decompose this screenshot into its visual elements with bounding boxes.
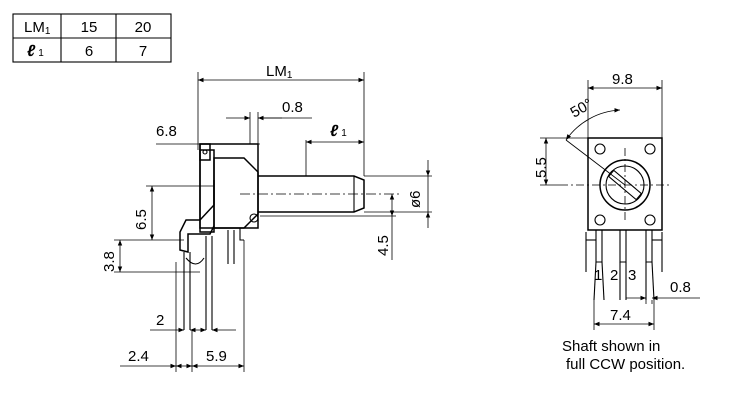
dim-0-8-side: 0.8 — [282, 99, 303, 116]
table-header-label: LM1 — [24, 19, 51, 37]
pin-label-3: 3 — [628, 267, 636, 284]
table-header-value-2: 20 — [135, 19, 152, 36]
table-row-value-2: 7 — [139, 43, 147, 60]
dim-5-9: 5.9 — [206, 348, 227, 365]
dim-4-5: 4.5 — [375, 235, 392, 256]
dim-7-4: 7.4 — [610, 307, 631, 324]
pin-label-2: 2 — [610, 267, 618, 284]
dim-6-8: 6.8 — [156, 123, 177, 140]
dim-lm1-label: LM1 — [266, 63, 293, 81]
caption-line-1: Shaft shown in — [562, 338, 661, 355]
dim-2-4: 2.4 — [128, 348, 149, 365]
caption-line-2: full CCW position. — [566, 356, 686, 373]
dim-6-5: 6.5 — [133, 209, 150, 230]
front-view-dimensions: 9.8 50° 5.5 1 2 3 0.8 7.4 — [533, 71, 700, 330]
pin-label-1: 1 — [594, 267, 602, 284]
table-header-value-1: 15 — [81, 19, 98, 36]
dim-9-8: 9.8 — [612, 71, 633, 88]
dim-dia6: ø6 — [407, 190, 424, 208]
dim-5-5: 5.5 — [533, 157, 550, 178]
dim-0-8-front: 0.8 — [670, 279, 691, 296]
dim-3-8: 3.8 — [101, 251, 118, 272]
table-row-value-1: 6 — [85, 43, 93, 60]
side-view-body — [179, 143, 400, 330]
dim-2: 2 — [156, 312, 164, 329]
